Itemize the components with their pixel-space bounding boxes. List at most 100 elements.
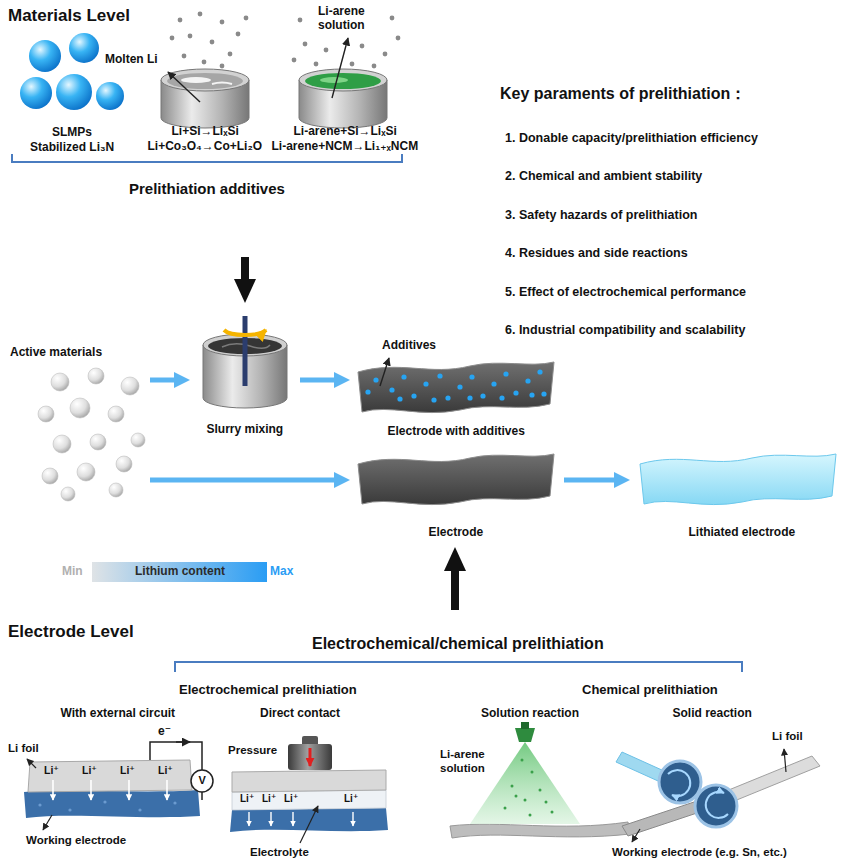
prelithiation-bracket-part — [175, 662, 742, 672]
li-arene-crucible-part — [320, 77, 348, 83]
list-item: 4. Residues and side reactions — [505, 246, 688, 261]
group-bracket: Electrochemical/chemical prelithiation — [170, 612, 745, 672]
section-heading: Materials Level — [8, 6, 130, 26]
direct-contact-cell-part-part — [248, 812, 249, 826]
list-item: 1. Donable capacity/prelithiation effici… — [505, 131, 758, 146]
additive-item: Li-arene solutionLi-arene+Si→LiₓSiLi-are… — [265, 2, 425, 158]
additive-electrode-part-part — [491, 381, 496, 386]
direct-contact-cell-part — [309, 748, 312, 766]
molten-li-crucible-part-part — [188, 34, 193, 39]
additive-electrode-part-part — [445, 395, 450, 400]
additive-electrode-part-part — [401, 374, 406, 379]
bare-electrode-part — [358, 454, 554, 505]
li-arene-crucible-part-part — [383, 52, 388, 57]
additive-electrode-part-part — [541, 391, 546, 396]
node-text: Li+Si→LiₓSi — [172, 124, 239, 138]
molten-li-crucible-part — [181, 77, 211, 83]
roll-press-part — [632, 829, 640, 842]
external-circuit-cell-part-part — [38, 803, 41, 806]
scale-label: Lithium content — [135, 564, 225, 578]
molten-li-crucible-part-part — [182, 54, 187, 59]
li-arene-crucible-part-part — [372, 64, 377, 69]
slurry-beaker — [203, 316, 287, 408]
external-circuit-cell-part-part — [103, 800, 106, 803]
external-circuit-cell-part-part — [52, 780, 54, 800]
part-label: Li foil — [8, 742, 39, 756]
li-arene-crucible-part-part — [396, 36, 401, 41]
part-label: Pressure — [228, 744, 277, 758]
slmp-spheres-part — [56, 74, 92, 110]
additive-electrode-part-part — [423, 381, 428, 386]
additive-electrode-part-part — [365, 389, 370, 394]
li-arene-crucible-part — [299, 69, 387, 91]
node-text: Molten Li — [105, 52, 158, 66]
external-circuit-cell-part — [201, 792, 203, 800]
molten-li-crucible — [161, 12, 249, 128]
flow-arrow — [150, 378, 178, 383]
spray-setup-part-part — [531, 771, 534, 774]
material-stage: Active materials — [4, 343, 148, 503]
ion-label: Li⁺ — [158, 764, 173, 777]
additive-electrode-part-part — [411, 393, 416, 398]
li-arene-crucible-part-part — [360, 44, 365, 49]
prelithiation-bracket — [175, 662, 742, 672]
active-material-particles-part — [131, 433, 145, 447]
external-circuit-cell-part — [150, 742, 202, 770]
scale-end: Min — [62, 564, 83, 578]
slurry-beaker-part — [224, 330, 266, 335]
direct-contact-cell-part — [288, 744, 332, 770]
spray-setup-part-part — [539, 789, 542, 792]
process-stage: Slurry mixing — [192, 305, 298, 440]
external-circuit-cell-part — [53, 780, 167, 800]
external-circuit-cell-part-part — [138, 808, 141, 811]
external-circuit-cell-part-part — [128, 780, 130, 800]
node-text: Electrode — [429, 525, 484, 539]
li-arene-crucible-part — [332, 38, 348, 98]
active-material-particles-part — [42, 468, 58, 484]
node-text: Li-arene+Si→LiₓSi — [294, 124, 397, 138]
li-arene-crucible-part — [305, 73, 381, 89]
direct-contact-cell-part — [300, 806, 318, 843]
roll-press — [616, 749, 820, 842]
spray-setup-part-part — [504, 807, 507, 810]
roll-press-part — [706, 792, 728, 818]
additive-electrode-part-part — [525, 378, 530, 383]
additive-electrode-part-part — [467, 395, 472, 400]
spray-setup-part — [504, 759, 554, 817]
ion-label: Li⁺ — [120, 764, 135, 777]
list-item: 5. Effect of electrochemical performance — [505, 285, 746, 300]
additive-electrode-part — [358, 362, 554, 413]
roll-press-part — [668, 770, 690, 796]
additives-bracket-part — [12, 154, 402, 162]
external-circuit-cell-part — [176, 741, 190, 743]
additive-electrode — [358, 358, 554, 413]
method-caption: Direct contact — [260, 706, 340, 720]
spray-setup-part-part — [529, 814, 532, 817]
method-heading: Chemical prelithiation — [582, 682, 718, 698]
spray-setup-part-part — [551, 811, 554, 814]
scale-end: Max — [270, 564, 293, 578]
additive-electrode-part-part — [469, 374, 474, 379]
node-text: Prelithiation additives — [129, 180, 285, 198]
molten-li-crucible-part-part — [244, 16, 249, 21]
li-arene-crucible — [292, 16, 401, 128]
li-arene-crucible-part-part — [314, 62, 319, 67]
external-circuit-cell-part-part — [68, 808, 71, 811]
part-label: Working electrode — [26, 834, 126, 848]
active-material-particles-part — [90, 434, 106, 450]
spray-setup-part — [450, 822, 630, 838]
molten-li-crucible-part — [161, 69, 249, 91]
external-circuit-cell-part-part — [173, 801, 176, 804]
ion-label: Li⁺ — [262, 793, 276, 805]
spray-setup-part — [515, 728, 535, 742]
active-material-particles-part — [53, 435, 71, 453]
section-heading: Electrode Level — [8, 622, 134, 642]
molten-li-crucible-part — [170, 12, 249, 69]
external-circuit-cell-part — [38, 800, 176, 811]
flow-arrow — [241, 257, 249, 285]
additive-electrode-part-part — [480, 393, 485, 398]
list-heading: Key paraments of prelithiation： — [500, 84, 746, 103]
external-circuit-cell-part — [27, 759, 36, 768]
active-material-particles-part — [116, 456, 132, 472]
